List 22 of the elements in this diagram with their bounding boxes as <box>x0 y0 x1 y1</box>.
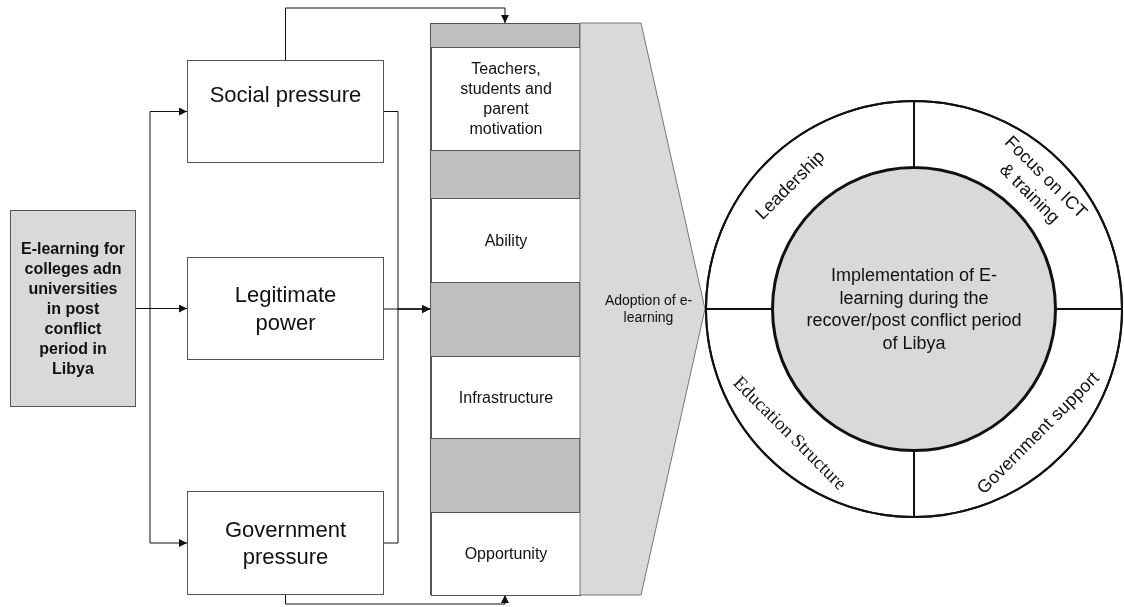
cell-label: Opportunity <box>464 544 548 564</box>
arrow <box>285 594 509 605</box>
source-box <box>10 210 136 407</box>
factor-box <box>187 491 384 595</box>
arrow <box>285 7 509 61</box>
shape-label: Adoption of e-learning <box>603 291 694 327</box>
cell-label: Ability <box>484 230 528 251</box>
cell-label: Teachers, students and parent motivation <box>459 59 553 139</box>
factor-box <box>187 257 384 360</box>
circle-label: Implementation of E-learning during the recover/post conflict period of Libya <box>805 264 1023 354</box>
cell-label: Infrastructure <box>458 387 554 408</box>
column-cell <box>431 47 581 151</box>
box-label: Legitimate power <box>233 281 338 336</box>
box-label: E-learning for colleges adn universities in post conflict period in Libya <box>21 238 125 379</box>
column-cell <box>431 512 581 596</box>
box-label: Government pressure <box>223 515 348 571</box>
factor-column <box>430 23 580 595</box>
column-cell <box>431 198 581 283</box>
column-cell <box>431 356 581 439</box>
box-label: Social pressure <box>209 81 362 109</box>
factor-box <box>187 60 384 163</box>
arrow <box>383 305 431 544</box>
